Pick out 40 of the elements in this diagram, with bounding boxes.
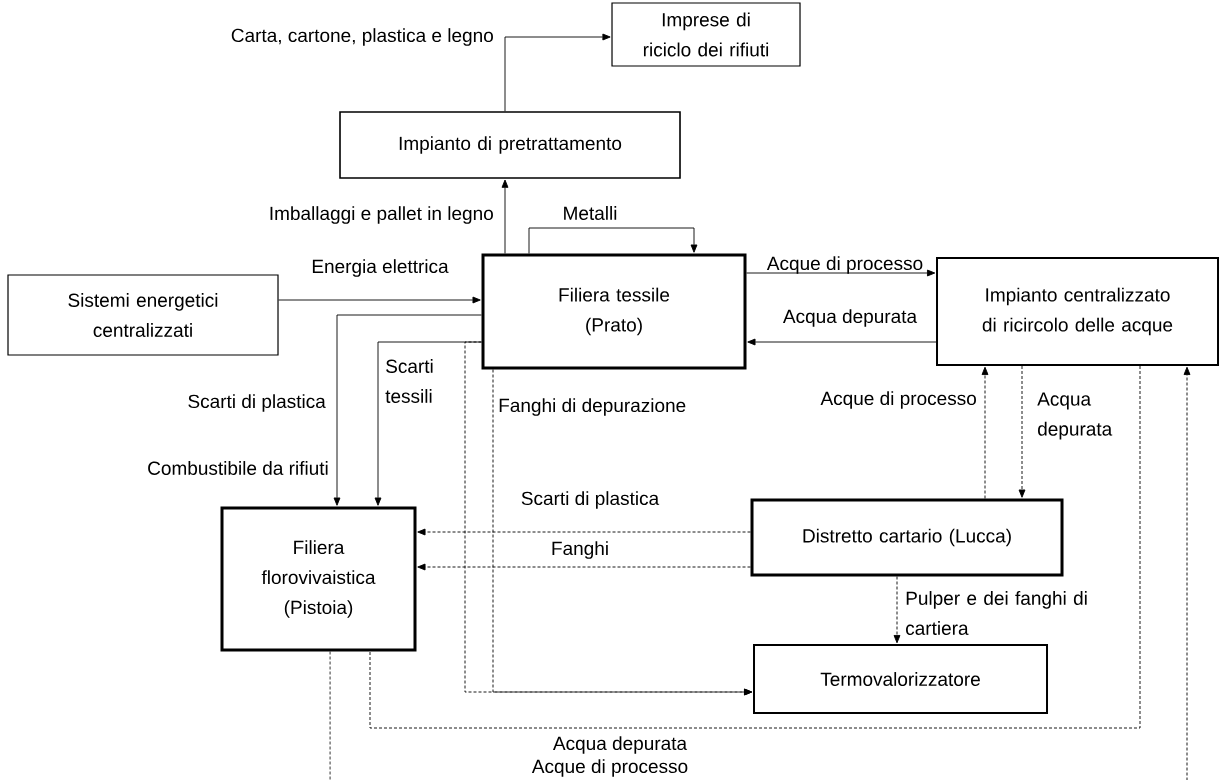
arrow <box>981 366 989 499</box>
arrow <box>893 576 901 644</box>
arrow <box>333 314 482 506</box>
edge-label: Pulper e dei fanghi di cartiera <box>906 591 1087 635</box>
process-box: Impianto centralizzato di ricircolo delle acque <box>936 257 1219 366</box>
flow-label: Combustibile da rifiuti <box>148 461 328 475</box>
edge-label: Fanghi <box>552 541 608 559</box>
edge-label: Scarti tessili <box>385 359 433 403</box>
process-box: Sistemi energetici centralizzati <box>7 274 279 356</box>
process-box: Filiera tessile (Prato) <box>481 253 747 370</box>
edge-label: Acque di processo <box>820 391 976 409</box>
arrow <box>747 338 937 346</box>
arrow <box>501 179 509 254</box>
edge-label: Metalli <box>564 206 617 220</box>
edge-label: Scarti di plastica <box>521 491 660 509</box>
arrow <box>492 369 753 696</box>
process-box: Imprese di riciclo dei rifiuti <box>611 2 801 67</box>
process-box: Impianto di pretrattamento <box>339 111 681 179</box>
arrow <box>417 528 751 536</box>
edge-label: Acque di processo <box>531 759 688 777</box>
edge-label: Acqua depurata <box>552 736 688 754</box>
process-box: Filiera florovivaistica (Pistoia) <box>220 506 417 652</box>
arrow <box>746 269 936 277</box>
arrow <box>374 341 482 506</box>
edge-label: Fanghi di depurazione <box>499 398 686 416</box>
process-box: Termovalorizzatore <box>753 644 1048 714</box>
edge-label: Energia elettrica <box>312 259 449 277</box>
arrow <box>329 366 1191 780</box>
arrow <box>417 563 751 571</box>
edge-label: Acqua depurata <box>1037 392 1113 440</box>
process-box: Distretto cartario (Lucca) <box>750 498 1064 577</box>
edge-label: Imballaggi e pallet in legno <box>270 206 493 224</box>
arrow <box>1018 365 1026 498</box>
arrow <box>528 227 698 254</box>
edge-label: Carta, cartone, plastica e legno <box>231 28 493 46</box>
edge-label: Scarti di plastica <box>188 394 326 412</box>
edge-label: Acqua depurata <box>782 309 918 327</box>
edge-label: Acque di processo <box>766 256 923 274</box>
arrow <box>504 33 611 112</box>
arrow <box>278 296 481 304</box>
